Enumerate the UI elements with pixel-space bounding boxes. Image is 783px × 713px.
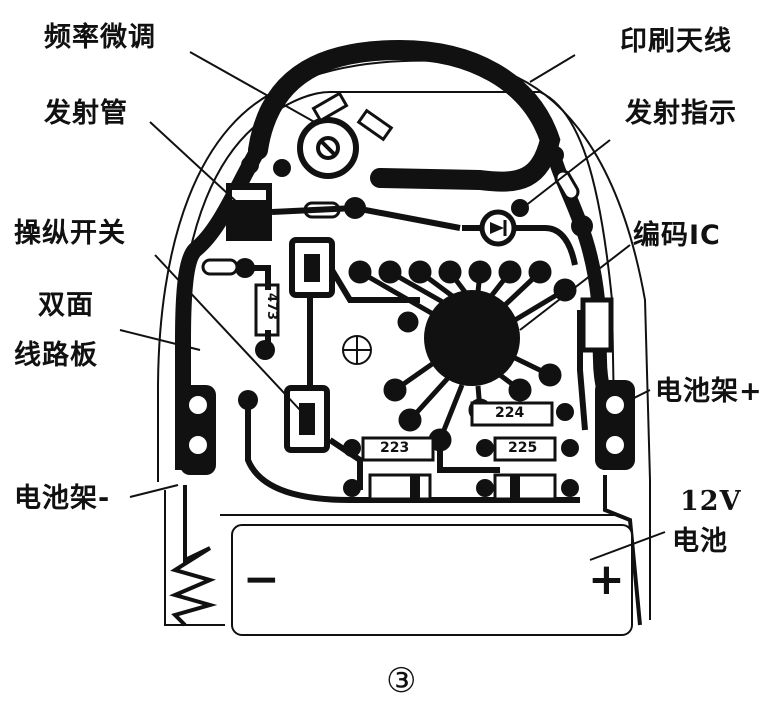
marking-225: 225 bbox=[508, 440, 538, 456]
resistor-225 bbox=[493, 436, 557, 462]
resistor-223 bbox=[361, 436, 435, 462]
label-transmit-indicator: 发射指示 bbox=[625, 98, 737, 129]
label-double-sided-2: 线路板 bbox=[14, 340, 98, 371]
resistor-224 bbox=[470, 401, 554, 427]
marking-223: 223 bbox=[380, 440, 410, 456]
label-control-switch: 操纵开关 bbox=[14, 218, 126, 249]
casing-outline bbox=[157, 59, 651, 482]
figure-number: ③ bbox=[386, 661, 417, 701]
marking-473: 473 bbox=[264, 292, 280, 321]
label-freq-tune: 频率微调 bbox=[44, 22, 156, 53]
printed-antenna-loop bbox=[248, 39, 561, 192]
diode-2 bbox=[493, 473, 557, 501]
diode-1 bbox=[368, 473, 432, 501]
neg-contact bbox=[180, 385, 216, 475]
battery-body bbox=[231, 524, 633, 636]
pos-contact bbox=[595, 380, 635, 470]
label-transmit-tube: 发射管 bbox=[44, 98, 128, 129]
label-printed-antenna: 印刷天线 bbox=[620, 26, 732, 57]
label-battery-holder-pos: 电池架+ bbox=[655, 376, 763, 407]
ic-pins bbox=[348, 260, 577, 452]
label-battery-holder-neg: 电池架- bbox=[14, 483, 111, 514]
marking-224: 224 bbox=[495, 405, 525, 421]
neg-spring bbox=[169, 485, 218, 627]
label-double-sided-1: 双面 bbox=[38, 290, 94, 321]
label-encoder-ic: 编码IC bbox=[633, 220, 721, 251]
label-battery: 电池 bbox=[672, 526, 728, 557]
battery-minus: − bbox=[243, 554, 280, 605]
pcb-board-outline bbox=[179, 91, 616, 471]
encoder-ic-blob bbox=[424, 290, 520, 386]
leader-lines bbox=[119, 51, 666, 561]
battery-plus: + bbox=[588, 554, 625, 605]
label-battery-voltage: 12V bbox=[680, 486, 742, 517]
pcb-traces bbox=[245, 204, 588, 503]
